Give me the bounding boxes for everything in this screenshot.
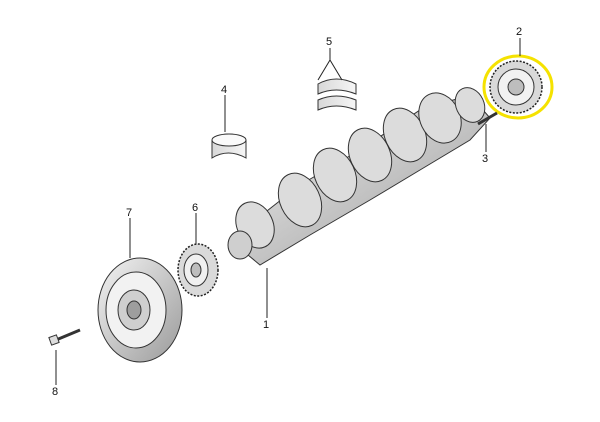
callout-labels: 1 2 3 4 5 6 7 8 — [52, 26, 522, 398]
pulley-part-7 — [97, 257, 183, 363]
callout-8: 8 — [52, 386, 58, 398]
yellow-highlight — [482, 54, 554, 120]
gear-part-2 — [482, 54, 554, 120]
bearing-part-4 — [211, 133, 247, 159]
crankshaft — [227, 87, 491, 266]
callout-2: 2 — [516, 26, 522, 38]
thrust-washers-part-5 — [317, 78, 357, 111]
leader-lines — [55, 38, 521, 385]
gear-part-6 — [177, 243, 219, 297]
callout-3: 3 — [482, 153, 488, 165]
callout-1: 1 — [263, 319, 269, 331]
callout-4: 4 — [221, 84, 227, 96]
pin-part-3 — [477, 111, 498, 126]
callout-5: 5 — [326, 36, 332, 48]
bolt-part-8 — [48, 328, 81, 346]
callout-6: 6 — [192, 202, 198, 214]
callout-7: 7 — [126, 207, 132, 219]
